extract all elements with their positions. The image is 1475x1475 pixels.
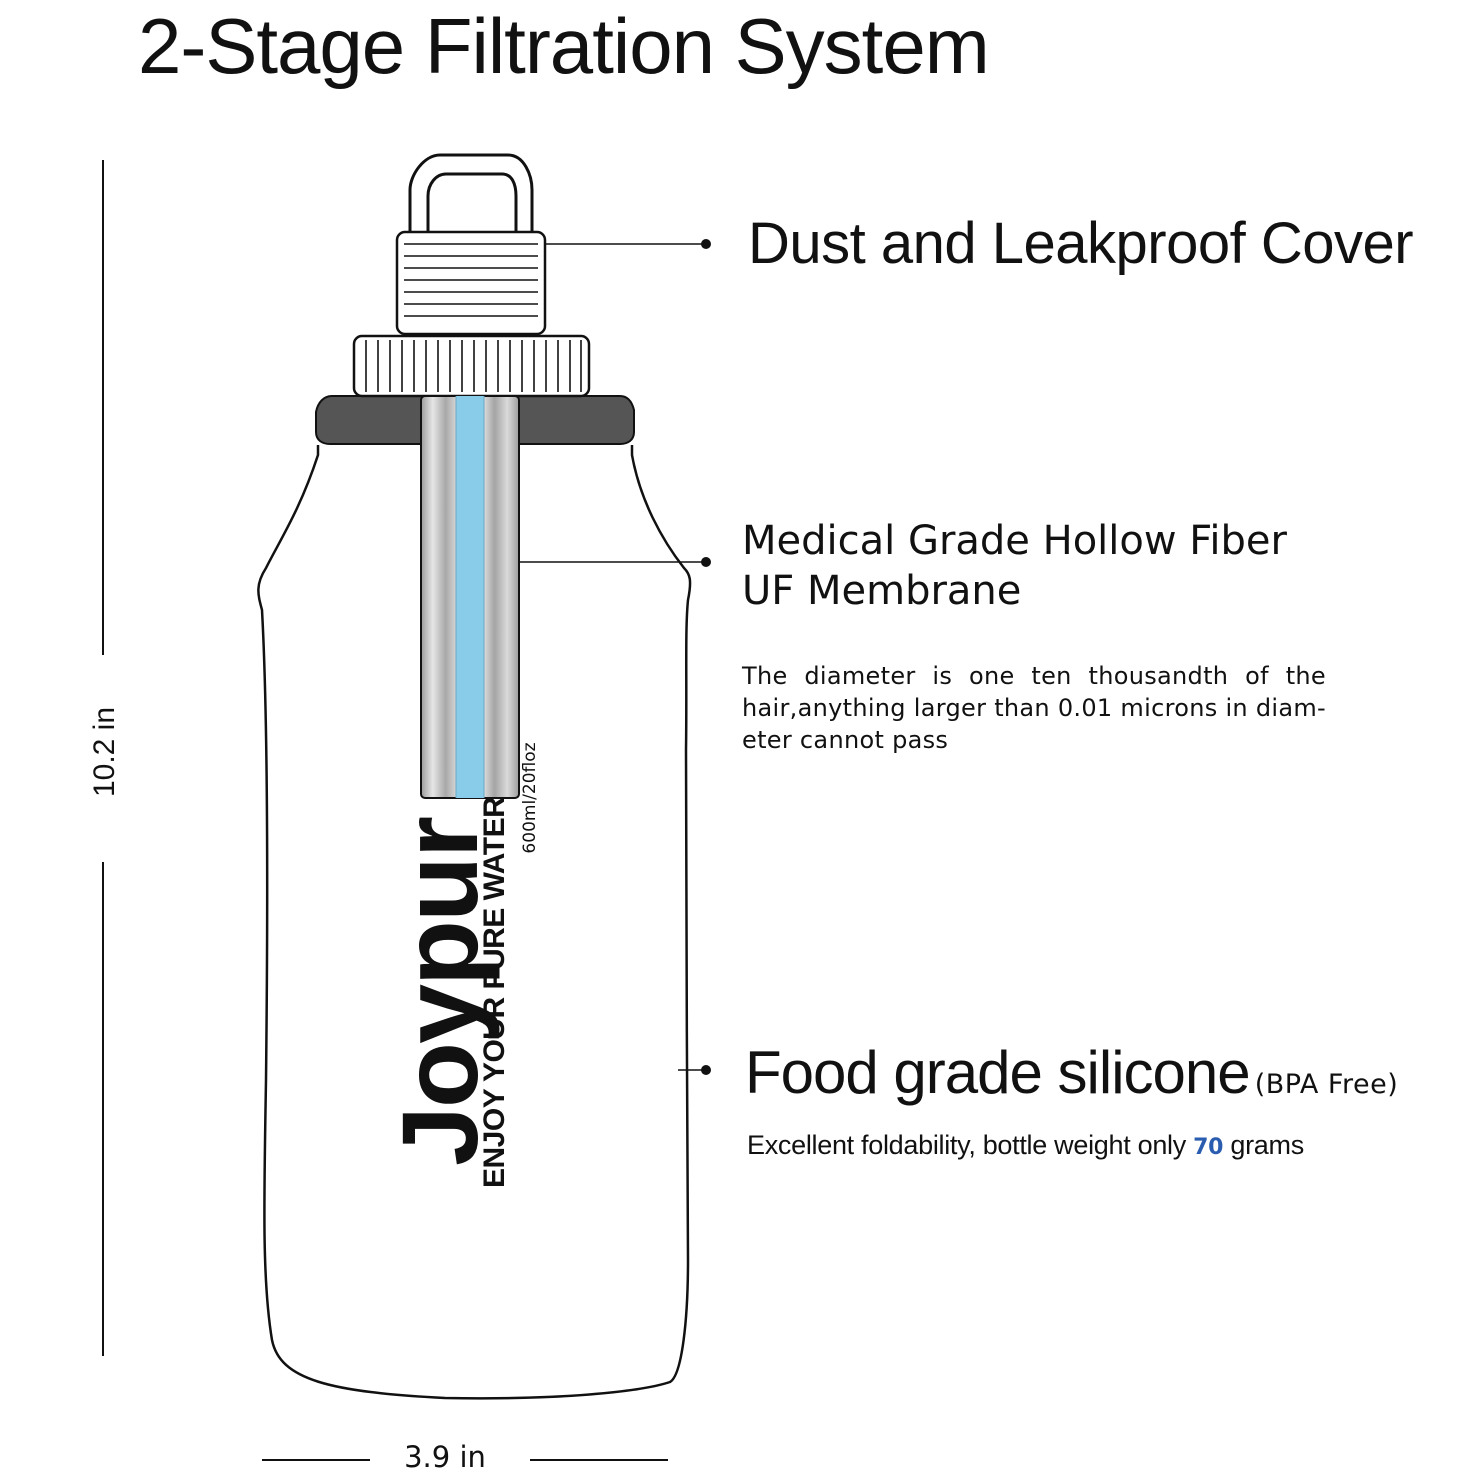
- cover-label: Dust and Leakproof Cover: [748, 211, 1414, 276]
- membrane-label: Medical Grade Hollow Fiber UF Membrane: [742, 516, 1287, 616]
- brand-tagline: ENJOY YOUR PURE WATER: [478, 796, 511, 1188]
- silicone-description: Excellent foldability, bottle weight onl…: [747, 1130, 1304, 1161]
- silicone-label: Food grade silicone (BPA Free): [745, 1038, 1398, 1107]
- silicone-description-before: Excellent foldability, bottle weight onl…: [747, 1130, 1186, 1160]
- bottle-weight-value: 70: [1193, 1135, 1224, 1160]
- membrane-leader: [519, 557, 711, 567]
- membrane-description: The diameter is one ten thousandth of th…: [742, 662, 1326, 754]
- bottle-body-outline: [257, 445, 692, 1400]
- membrane-label-line2: UF Membrane: [742, 568, 1022, 614]
- capacity-label: 600ml/20floz: [520, 742, 540, 854]
- silicone-label-note: (BPA Free): [1254, 1069, 1399, 1100]
- cover-leader: [545, 239, 711, 249]
- neck-ring: [352, 334, 591, 398]
- height-dimension-label: 10.2 in: [88, 706, 121, 798]
- filter-cartridge: [420, 395, 520, 799]
- silicone-leader: [678, 1065, 711, 1075]
- page-title: 2-Stage Filtration System: [138, 2, 990, 90]
- dust-cover: [395, 153, 547, 336]
- silicone-description-after: grams: [1230, 1130, 1304, 1160]
- membrane-label-line1: Medical Grade Hollow Fiber: [742, 518, 1287, 564]
- silicone-label-main: Food grade silicone: [745, 1039, 1251, 1106]
- width-dimension-label: 3.9 in: [404, 1440, 486, 1474]
